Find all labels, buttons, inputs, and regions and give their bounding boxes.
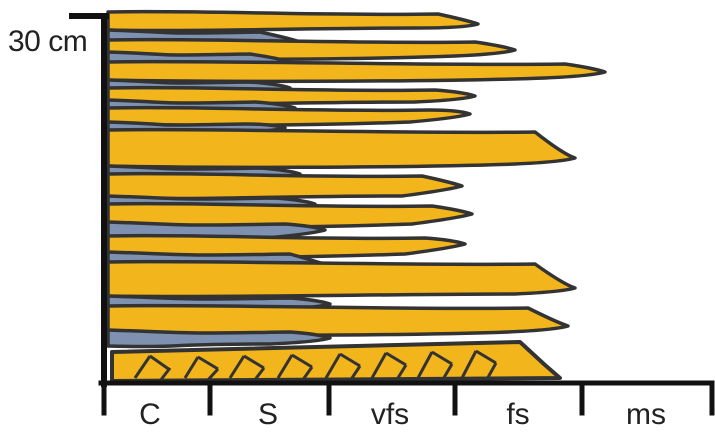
grain-label-clay: C [139,400,161,430]
grain-label-very-fine-sand: vfs [371,400,409,430]
sand-bed [108,174,462,199]
scale-label: 30 cm [8,27,87,57]
grain-label-medium-sand: ms [626,400,666,430]
sand-bed [108,12,478,31]
bed-layers [108,12,605,347]
sand-bed [108,108,470,126]
mud-bed [108,330,330,347]
basal-cross-bed [112,342,560,381]
grain-label-fine-sand: fs [506,400,529,430]
sand-bed [108,62,605,82]
sand-bed [108,262,575,297]
grain-label-silt: S [258,400,278,430]
sand-bed [108,130,575,168]
